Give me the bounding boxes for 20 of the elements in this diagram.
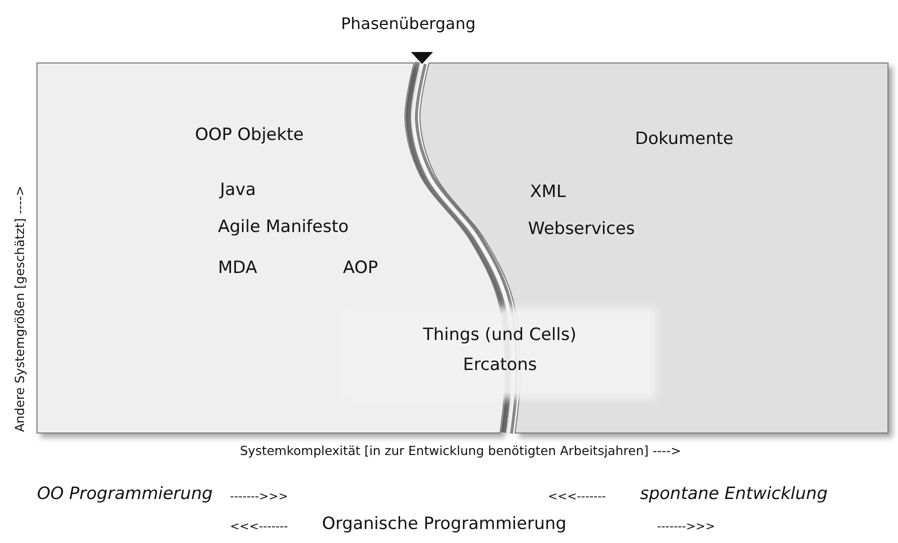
direction-arrow: ------->>> <box>230 489 288 503</box>
term-label: Java <box>220 180 256 200</box>
term-label: Things (und Cells) <box>423 325 576 345</box>
term-label: XML <box>530 182 566 202</box>
direction-arrow: <<<------- <box>230 519 288 533</box>
term-label: OOP Objekte <box>195 125 304 145</box>
axis-label: Systemkomplexität [in zur Entwicklung benötigten Arbeitsjahren] ----> <box>240 443 682 458</box>
term-label: AOP <box>343 258 378 278</box>
title: Phasenübergang <box>341 14 476 33</box>
term-label: MDA <box>218 258 258 278</box>
direction-arrow: ------->>> <box>657 519 715 533</box>
caption-text: spontane Entwicklung <box>640 484 828 504</box>
term-label: Ercatons <box>463 355 537 375</box>
term-label: Agile Manifesto <box>218 217 349 237</box>
direction-arrow: <<<------- <box>548 489 606 503</box>
axis-label: Andere Systemgrößen [geschätzt] ----> <box>12 186 27 432</box>
term-label: Webservices <box>528 219 635 239</box>
caption-text: Organische Programmierung <box>322 514 566 534</box>
caption-text: OO Programmierung <box>37 484 213 504</box>
term-label: Dokumente <box>635 129 734 149</box>
